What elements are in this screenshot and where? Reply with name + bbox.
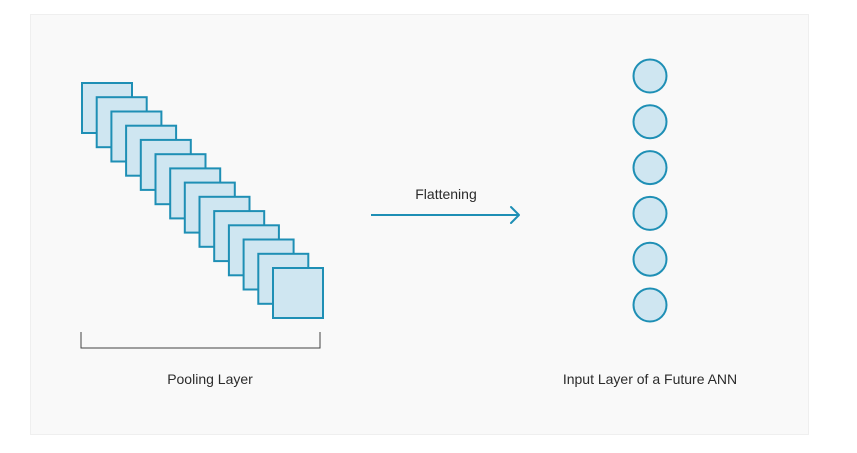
flattening-label: Flattening	[415, 186, 477, 202]
pooling-layer-label: Pooling Layer	[167, 371, 253, 387]
pooling-layer-stack	[81, 82, 324, 319]
input-node	[632, 58, 668, 94]
pooling-feature-map	[272, 267, 324, 319]
input-layer-label: Input Layer of a Future ANN	[562, 371, 738, 387]
flattening-arrow	[371, 206, 520, 224]
input-node	[632, 104, 668, 140]
input-layer-nodes	[632, 58, 668, 323]
diagram-panel	[30, 14, 809, 435]
arrow-head	[510, 206, 520, 224]
input-node	[632, 287, 668, 323]
pooling-layer-bracket	[80, 332, 321, 349]
input-node	[632, 241, 668, 277]
input-node	[632, 195, 668, 231]
input-node	[632, 150, 668, 186]
